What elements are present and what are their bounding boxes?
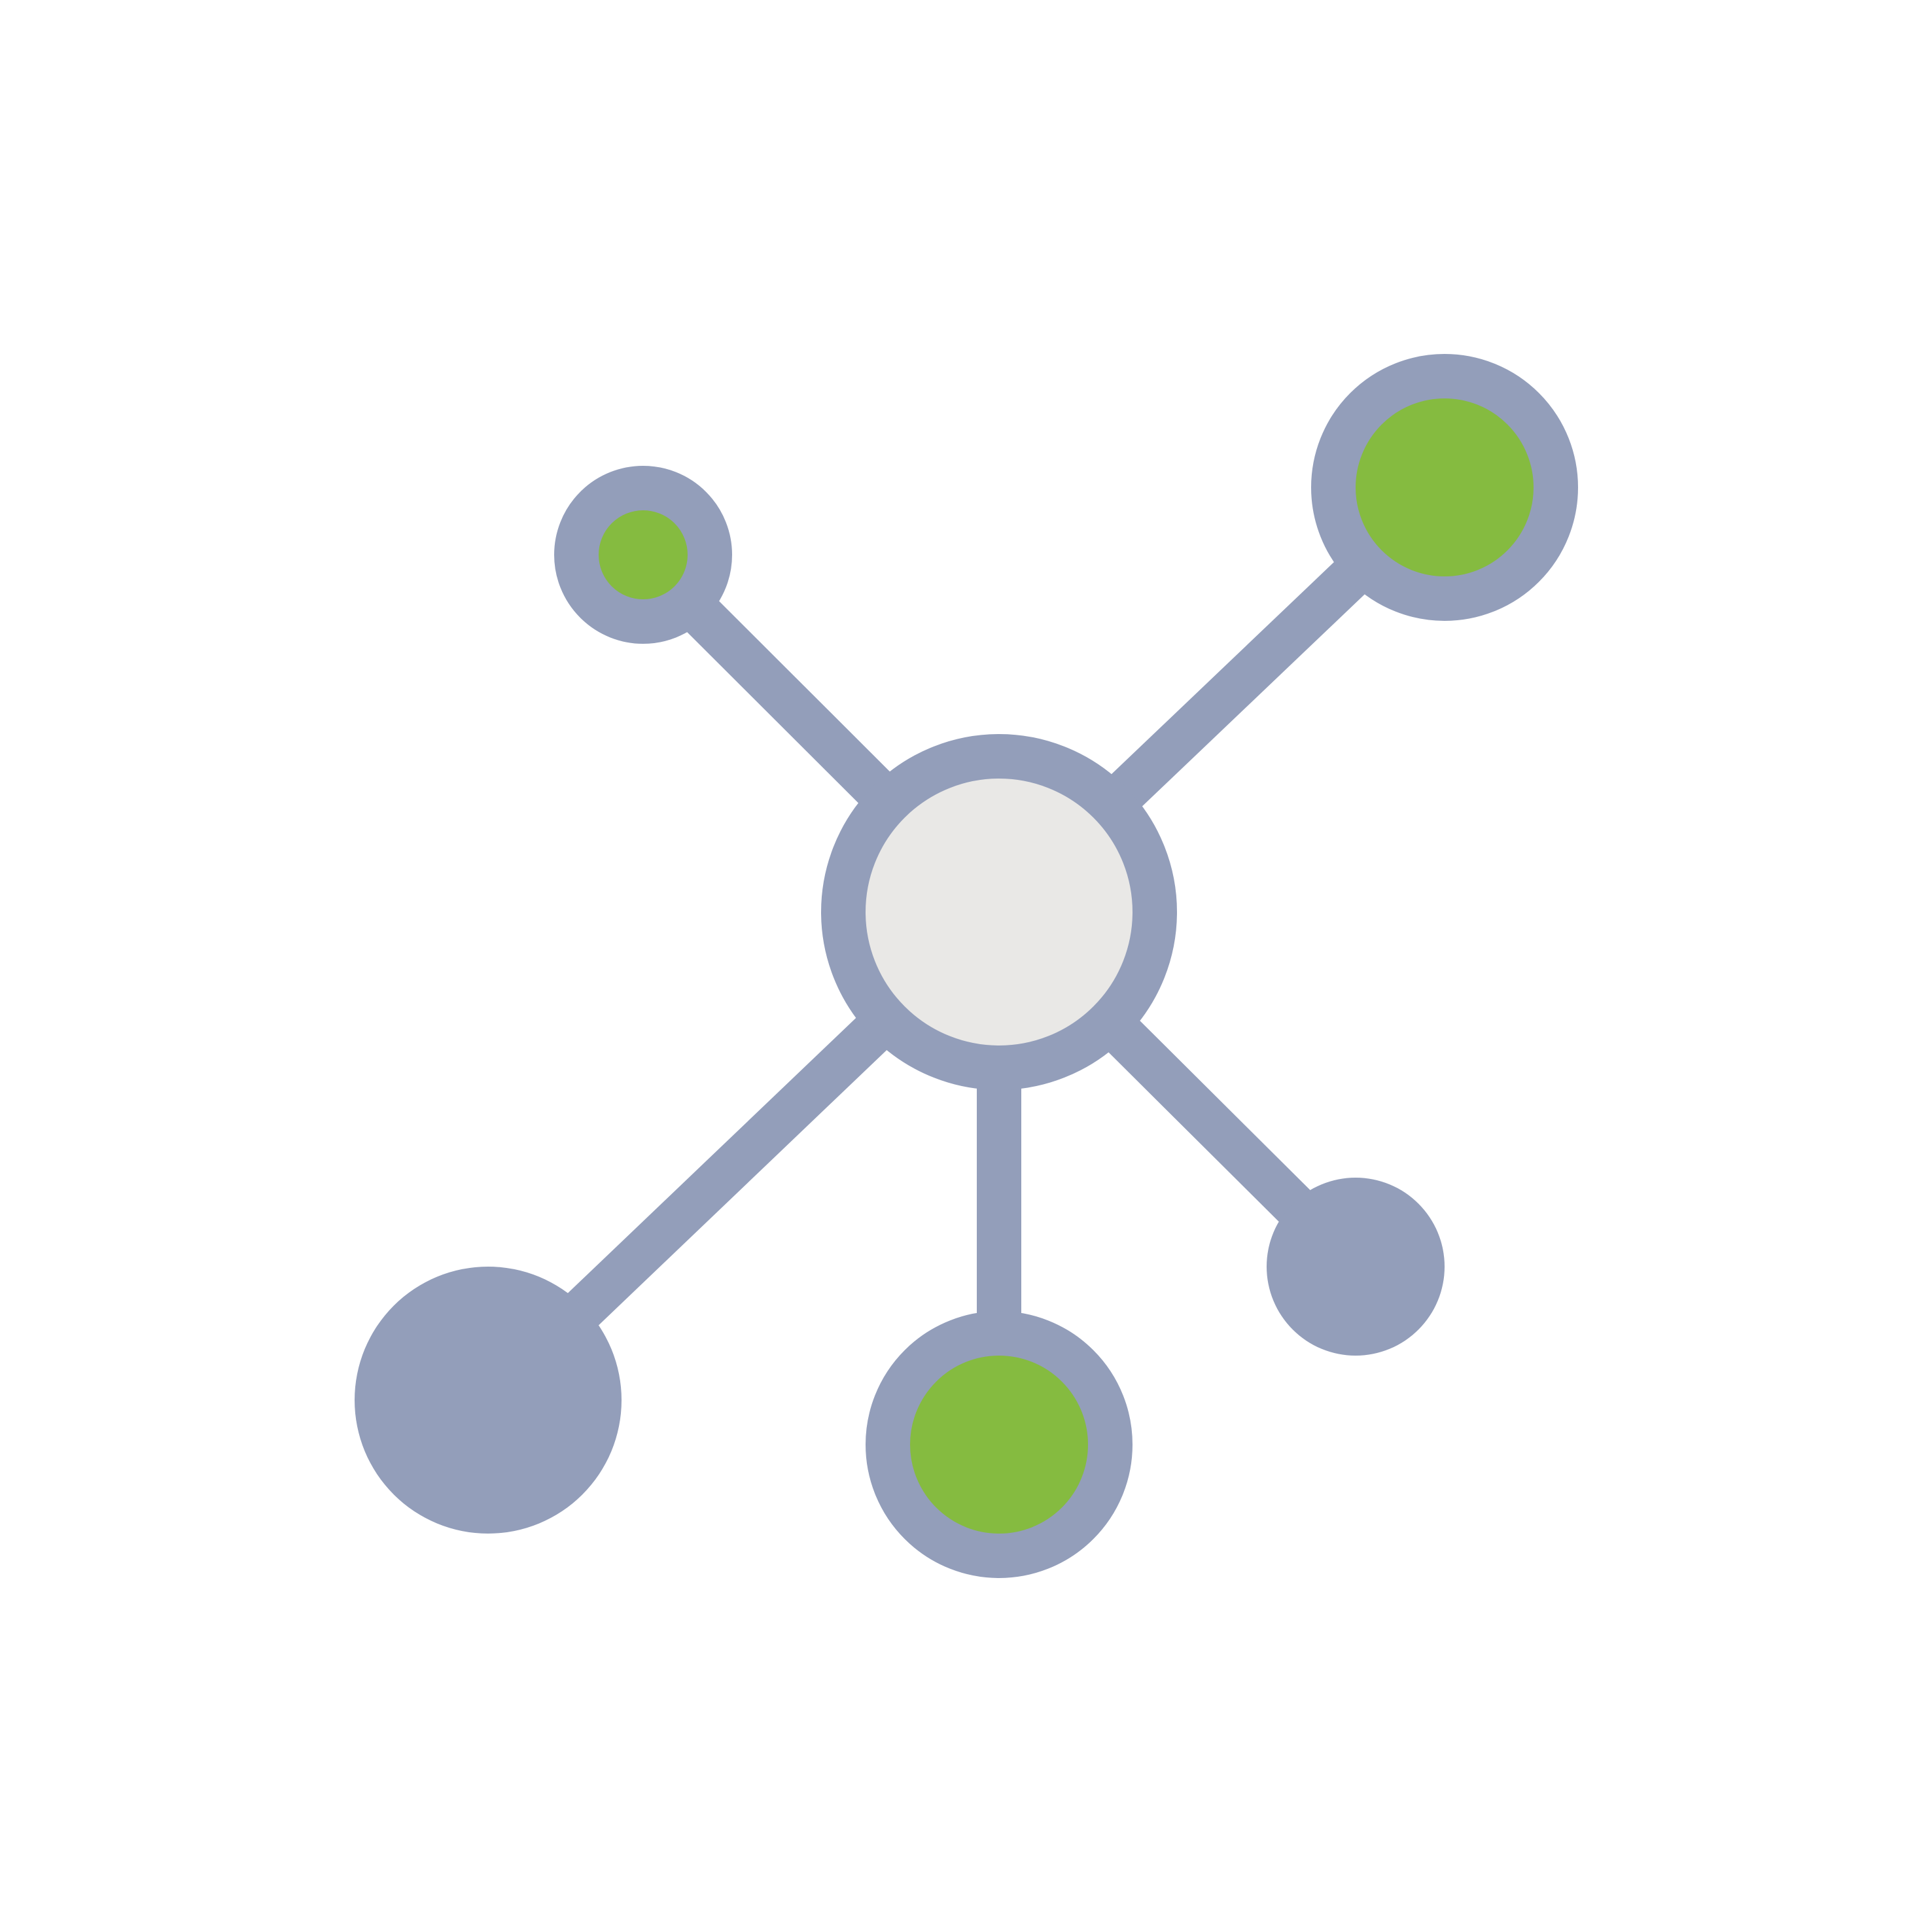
top-left-node (554, 466, 732, 644)
bottom-center-node (866, 1311, 1133, 1578)
bottom-left-node (355, 1267, 622, 1534)
bottom-right-node (1267, 1178, 1445, 1356)
top-right-node (1311, 354, 1578, 621)
hub-node (821, 734, 1177, 1090)
